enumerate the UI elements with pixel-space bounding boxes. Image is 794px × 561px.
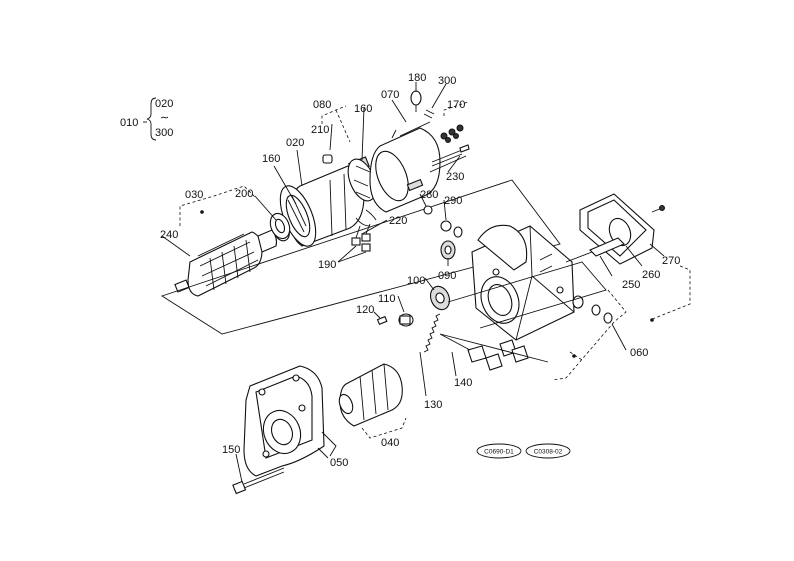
callout-040: 040	[381, 437, 399, 449]
plates-140[interactable]	[439, 333, 549, 371]
callout-270: 270	[662, 255, 680, 267]
callout-labels: 010 020 ∼ 300 180 300 080 070 160 170 21…	[120, 72, 680, 469]
callout-240: 240	[160, 229, 178, 241]
callout-260: 260	[642, 269, 660, 281]
callout-300: 300	[438, 75, 456, 87]
section-plane-outline	[160, 179, 561, 335]
callout-070: 070	[381, 89, 399, 101]
callout-120: 120	[356, 304, 374, 316]
brushes-220[interactable]	[351, 209, 377, 252]
reference-label-1: C0690-D1	[484, 449, 514, 456]
callout-220: 220	[389, 215, 407, 227]
reference-ovals: C0690-D1 C0308-02	[476, 443, 571, 459]
callout-020: 020	[286, 137, 304, 149]
reference-label-2: C0308-02	[534, 449, 563, 456]
seal-ring-200[interactable]	[267, 211, 293, 242]
callout-180: 180	[408, 72, 426, 84]
pinion-040[interactable]	[337, 363, 403, 427]
callout-250: 250	[622, 279, 640, 291]
callout-140: 140	[454, 377, 472, 389]
cover-plate-270[interactable]	[579, 193, 665, 265]
bracket-080	[321, 105, 351, 143]
bolt-150[interactable]	[232, 467, 285, 495]
callout-300-range-end: 300	[155, 127, 173, 139]
callout-280: 280	[420, 189, 438, 201]
bracket-170	[443, 101, 469, 116]
leader-lines	[161, 82, 665, 483]
callout-010: 010	[120, 117, 138, 129]
callout-130: 130	[424, 399, 442, 411]
gear-100[interactable]	[427, 284, 453, 313]
callout-090: 090	[438, 270, 456, 282]
end-frame-070[interactable]	[369, 121, 441, 213]
callout-230: 230	[446, 171, 464, 183]
callout-030: 030	[185, 189, 203, 201]
callout-110: 110	[378, 293, 396, 305]
reference-oval-1	[476, 443, 522, 459]
callout-160-upper: 160	[354, 103, 372, 115]
bracket-030	[179, 185, 257, 226]
callout-100: 100	[407, 275, 425, 287]
callout-range-tilde: ∼	[160, 112, 169, 124]
callout-200: 200	[235, 188, 253, 200]
callout-150: 150	[222, 444, 240, 456]
callout-160-lower: 160	[262, 153, 280, 165]
drive-housing-060[interactable]	[471, 224, 575, 341]
bracket-040	[361, 417, 407, 439]
housing-050[interactable]	[243, 365, 337, 477]
parts-280-290[interactable]	[423, 205, 463, 238]
gear-090[interactable]	[440, 240, 456, 260]
brush-holder-160[interactable]	[343, 155, 382, 205]
lower-section-outline	[447, 261, 691, 381]
callout-060: 060	[630, 347, 648, 359]
small-hardware	[322, 90, 470, 167]
callout-210: 210	[311, 124, 329, 136]
group-bracket-010	[143, 97, 157, 141]
callout-020-range-start: 020	[155, 98, 173, 110]
washers-260[interactable]	[572, 295, 613, 324]
spring-130[interactable]	[423, 313, 441, 353]
part-110[interactable]	[398, 313, 414, 327]
callout-080: 080	[313, 99, 331, 111]
callout-050: 050	[330, 457, 348, 469]
shaft-250[interactable]	[565, 237, 625, 263]
callout-290: 290	[444, 195, 462, 207]
reference-oval-2	[525, 443, 571, 459]
pin-120[interactable]	[376, 315, 388, 325]
callout-170: 170	[447, 99, 465, 111]
through-bolts-230[interactable]	[429, 155, 467, 173]
callout-190: 190	[318, 259, 336, 271]
